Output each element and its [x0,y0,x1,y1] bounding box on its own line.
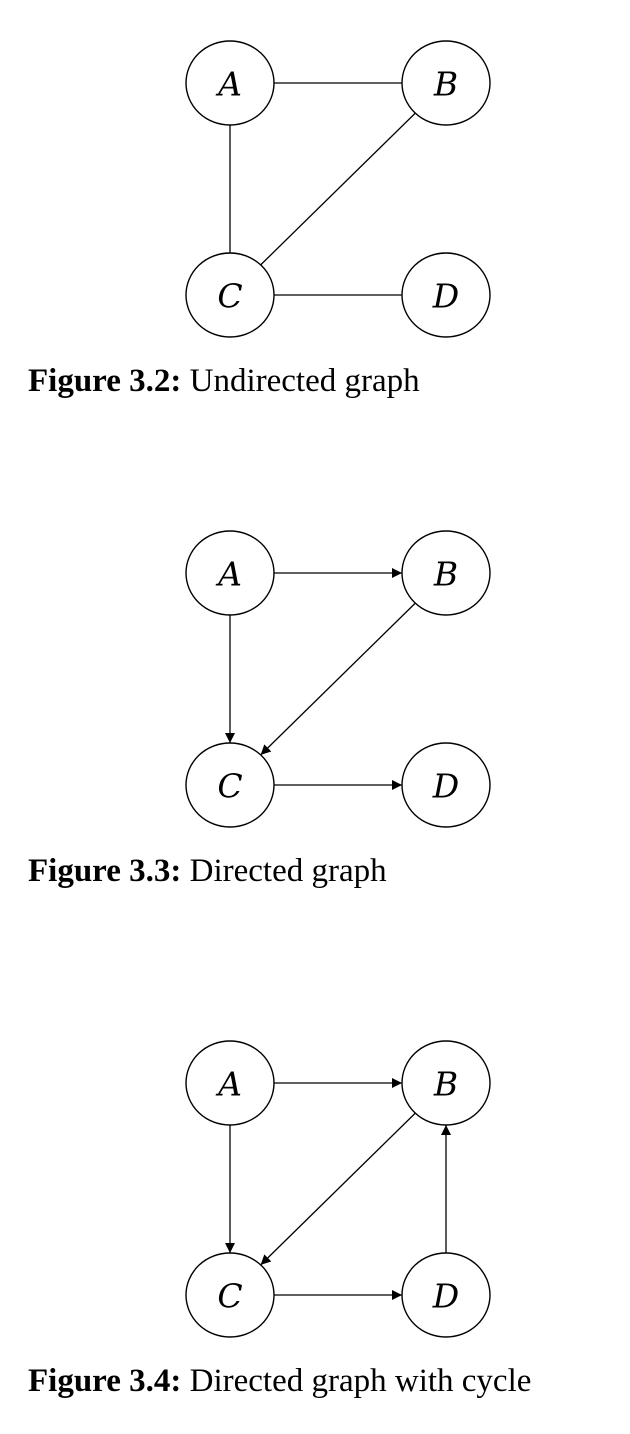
node-a: A [185,530,275,616]
figure-title: Directed graph with cycle [189,1363,532,1399]
node-a: A [185,1040,275,1126]
node-label: D [432,277,459,316]
node-label: C [217,767,242,806]
graph-diagram: A B C D [185,1040,491,1338]
node-label: C [217,277,242,316]
node-a: A [185,40,275,126]
node-circle [401,742,491,828]
graph-diagram: A B C D [185,530,491,828]
node-b: B [401,530,491,616]
figure-caption: Figure 3.2: Undirected graph [28,365,420,398]
node-circle [401,530,491,616]
node-label: A [215,65,242,104]
figure-title: Directed graph [189,853,387,889]
node-label: A [215,1065,242,1104]
node-label: A [215,555,242,594]
figure-title: Undirected graph [189,363,420,399]
node-b: B [401,40,491,126]
node-label: D [432,1277,459,1316]
node-c: C [185,1252,275,1338]
edge-b-c [260,602,416,756]
node-circle [185,1040,275,1126]
figure-number: Figure 3.2: [28,363,182,399]
node-label: B [433,555,458,594]
node-circle [185,530,275,616]
node-label: D [432,767,459,806]
node-circle [401,252,491,338]
node-c: C [185,252,275,338]
node-d: D [401,1252,491,1338]
figure-caption: Figure 3.3: Directed graph [28,855,387,888]
figure-number: Figure 3.4: [28,1363,182,1399]
figure-number: Figure 3.3: [28,853,182,889]
edge-b-c [260,112,416,266]
node-circle [185,742,275,828]
figure-caption: Figure 3.4: Directed graph with cycle [28,1365,531,1398]
node-label: B [433,1065,458,1104]
node-circle [401,1252,491,1338]
node-b: B [401,1040,491,1126]
node-d: D [401,252,491,338]
edge-b-c [260,1112,416,1266]
node-c: C [185,742,275,828]
node-circle [401,40,491,126]
graph-diagram: A B C D [185,40,491,338]
node-circle [185,1252,275,1338]
node-d: D [401,742,491,828]
node-label: C [217,1277,242,1316]
node-circle [401,1040,491,1126]
node-circle [185,252,275,338]
node-label: B [433,65,458,104]
node-circle [185,40,275,126]
